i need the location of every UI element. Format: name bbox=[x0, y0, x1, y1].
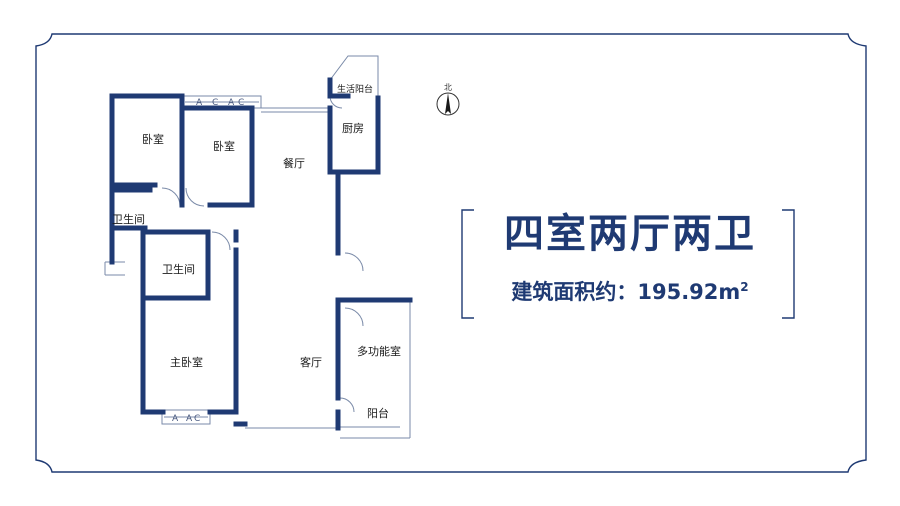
svg-text:A: A bbox=[186, 414, 193, 424]
room-label-kitchen: 厨房 bbox=[342, 122, 364, 135]
svg-text:A: A bbox=[196, 98, 203, 108]
room-label-service-balcony: 生活阳台 bbox=[337, 83, 373, 95]
svg-text:C: C bbox=[212, 98, 218, 108]
title-bracket-right bbox=[782, 209, 795, 319]
title-bracket-left bbox=[461, 209, 474, 319]
room-label-bedroom-1: 卧室 bbox=[142, 132, 164, 146]
svg-text:C: C bbox=[194, 414, 200, 424]
svg-text:A: A bbox=[228, 98, 235, 108]
structural-walls bbox=[109, 77, 413, 431]
thin-walls bbox=[104, 55, 411, 439]
svg-text:A: A bbox=[172, 414, 179, 424]
room-label-living: 客厅 bbox=[300, 355, 322, 369]
area-line: 建筑面积约：195.92m2 bbox=[470, 280, 790, 305]
svg-text:C: C bbox=[238, 98, 244, 108]
room-label-balcony: 阳台 bbox=[367, 406, 389, 420]
room-label-bathroom-2: 卫生间 bbox=[162, 262, 195, 276]
room-label-master-bedroom: 主卧室 bbox=[170, 355, 203, 369]
room-label-bathroom-1: 卫生间 bbox=[112, 212, 145, 226]
area-value: 195.92m bbox=[637, 280, 741, 304]
room-label-dining: 餐厅 bbox=[283, 156, 305, 170]
area-unit-superscript: 2 bbox=[740, 280, 749, 294]
compass-north-label: 北 bbox=[444, 83, 452, 92]
room-label-bedroom-2: 卧室 bbox=[213, 139, 235, 153]
north-compass-icon bbox=[436, 92, 460, 116]
room-label-multi-room: 多功能室 bbox=[357, 344, 401, 358]
decorative-frame bbox=[35, 33, 867, 473]
layout-title: 四室两厅两卫 bbox=[504, 210, 756, 257]
area-label: 建筑面积约： bbox=[511, 280, 638, 304]
